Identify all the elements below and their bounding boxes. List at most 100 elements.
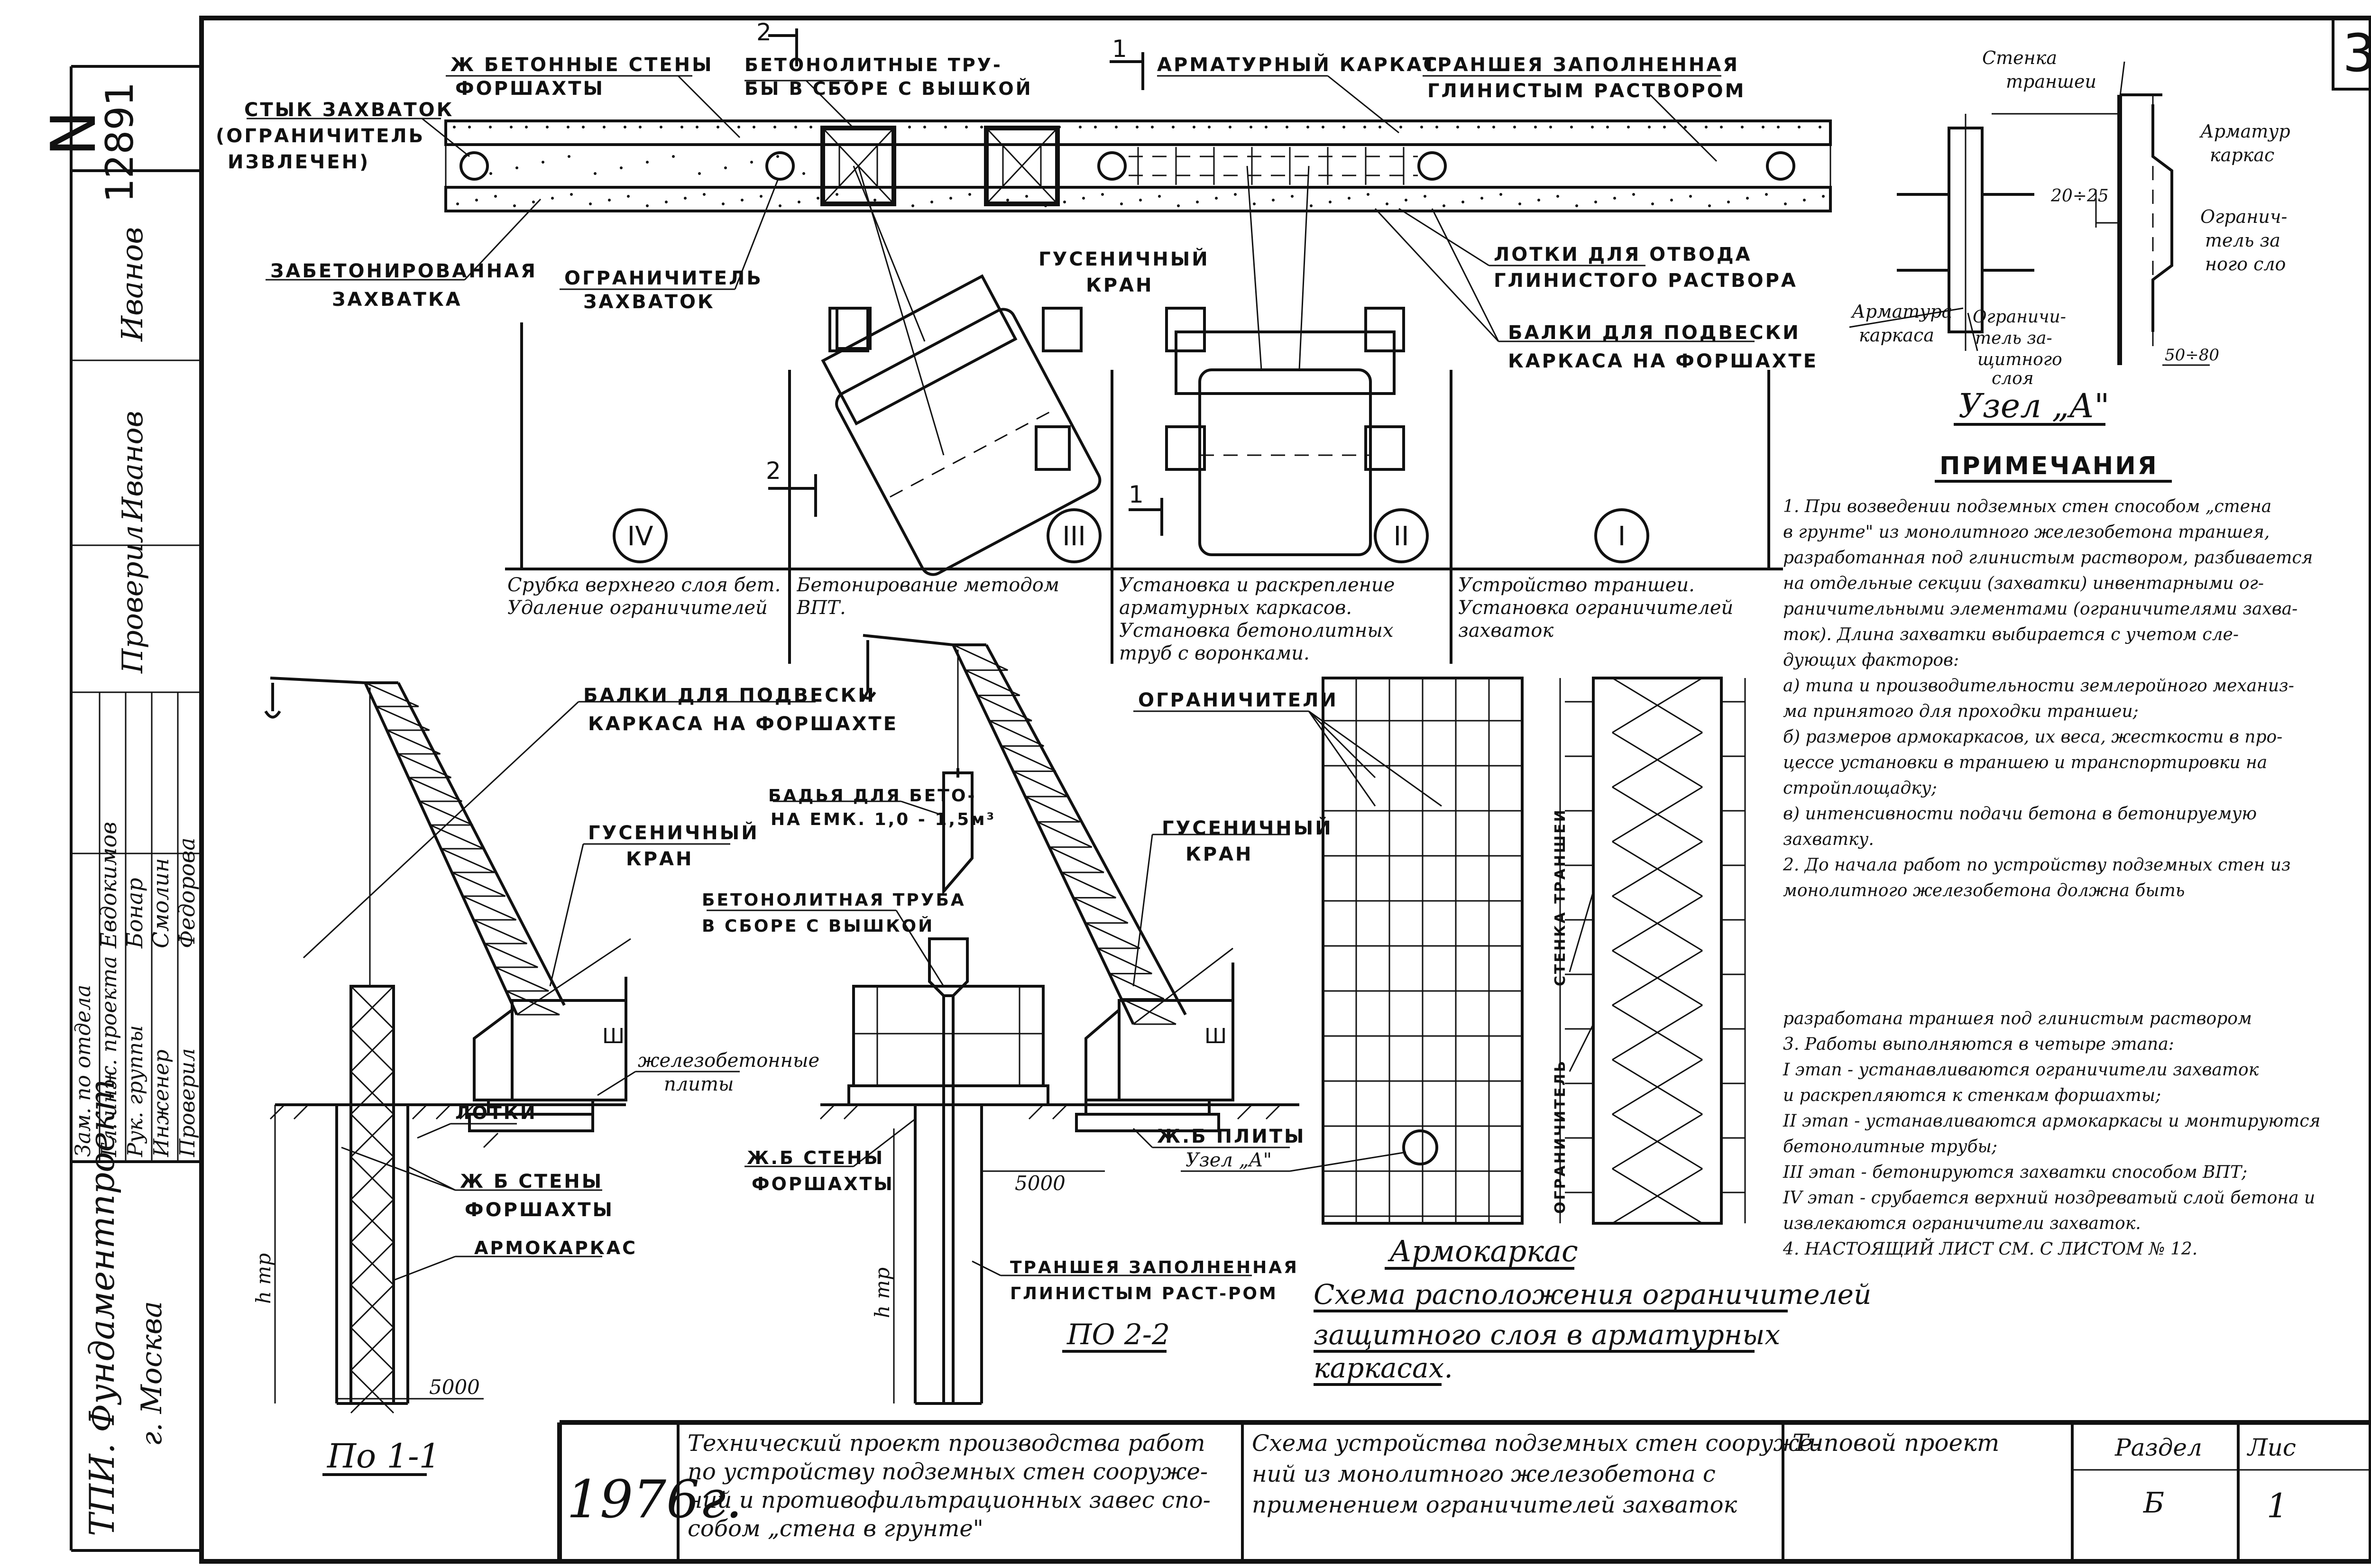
hatch-dot (911, 204, 914, 207)
truss-bar (977, 695, 1032, 722)
hatch-dot (1177, 204, 1180, 207)
hatch-dot (568, 155, 570, 158)
pipe-tower-section (852, 985, 1045, 1087)
label-pipes-1: БЕТОНОЛИТНЫЕ ТРУ- (744, 55, 1002, 75)
hatch-dot (1705, 126, 1708, 128)
hatch-dot (1741, 126, 1744, 128)
section-1-label-tray: ЛОТКИ (455, 1102, 537, 1123)
corner-box (2332, 17, 2371, 91)
hatch-dot (1229, 126, 1231, 128)
cage-bar (350, 1028, 395, 1073)
hatch-dot (1120, 202, 1123, 205)
label-trench-1: ТРАНШЕЯ ЗАПОЛНЕННАЯ (1423, 54, 1739, 76)
note-line: б) размеров армокаркасов, их веса, жестк… (1783, 727, 2282, 747)
hatch-dot (776, 155, 779, 158)
label-trench-2: ГЛИНИСТЫМ РАСТВОРОМ (1427, 80, 1746, 102)
node-a-label-cage-1: Арматура (1850, 301, 1952, 322)
role-chief-engineer: Гл. инж. проекта (97, 956, 121, 1157)
hatch-dot (646, 204, 649, 207)
note-line: IV этап - срубается верхний ноздреватый … (1783, 1188, 2315, 1208)
truss-bar (1109, 972, 1165, 1000)
stage-i-text: Устройство траншеи. Установка ограничите… (1458, 574, 1734, 642)
section-2-label-slabs: Ж.Б ПЛИТЫ (1157, 1126, 1305, 1147)
section-2-label-bucket-2: НА ЕМК. 1,0 - 1,5м³ (771, 810, 996, 829)
armature-title-2: Схема расположения ограничителей (1314, 1278, 1871, 1311)
notes-block: ПРИМЕЧАНИЯ 1. При возведении подземных с… (1783, 452, 2320, 1259)
truss-bar (365, 682, 419, 707)
note-line: цессе установки в траншею и транспортиро… (1783, 753, 2267, 772)
hatch-dot (1253, 202, 1256, 205)
notes-heading: ПРИМЕЧАНИЯ (1939, 452, 2159, 480)
cage-side-view (1592, 677, 1723, 1225)
name-2: Бонар (122, 878, 147, 949)
hatch-dot (1591, 126, 1594, 128)
hatch-dot (603, 126, 606, 128)
side-bar (1612, 950, 1703, 1006)
crane-cab-mark-1: Ш (602, 1024, 625, 1048)
title-section-value: Б (2143, 1486, 2164, 1520)
label-joint-2: (ОГРАНИЧИТЕЛЬ (216, 125, 425, 147)
hatch-dot (717, 126, 719, 128)
side-bar (1612, 1059, 1703, 1115)
label-joint-1: СТЫК ЗАХВАТОК (244, 99, 454, 121)
note-line: бетонолитные трубы; (1783, 1137, 1997, 1156)
node-a-label-wall-2: траншеи (2006, 71, 2096, 92)
hatch-dot (1079, 126, 1082, 128)
truss-bar (1001, 745, 1057, 772)
node-a-label-limiter-1: Ограничи- (1973, 307, 2066, 327)
section-2-label-trench-1: ТРАНШЕЯ ЗАПОЛНЕННАЯ (1010, 1258, 1299, 1277)
left-stamp-strip: 12891 N Иванов Иванов Проверил Зам. по о… (37, 82, 202, 1536)
hatch-dot (567, 126, 570, 128)
role-deputy: Зам. по отдела (71, 985, 95, 1157)
hatch-dot (753, 126, 755, 128)
armature-label-wall: СТЕНКА ТРАНШЕИ (1552, 808, 1569, 986)
section-1-dim-h: h тр (252, 1253, 275, 1304)
name-4: Федорова (174, 837, 200, 948)
cage-bar (350, 1327, 395, 1371)
section-2-dim-w: 5000 (1015, 1172, 1066, 1195)
hatch-dot (1632, 193, 1635, 196)
cage-plan (1129, 147, 1418, 185)
hatch-dot (944, 126, 947, 128)
side-bar (1612, 677, 1703, 734)
hatch-dot (1606, 126, 1609, 128)
section-2-label-walls-1: Ж.Б СТЕНЫ (747, 1147, 884, 1168)
label-trays-1: ЛОТКИ ДЛЯ ОТВОДА (1494, 244, 1752, 266)
truss-bar (1073, 897, 1129, 924)
truss-bar (953, 644, 1008, 671)
cage-section-1 (349, 985, 395, 1405)
cage-bar (350, 1199, 395, 1243)
role-engineer: Инженер (149, 1049, 174, 1157)
section-mark-2-bottom: 2 (766, 457, 781, 485)
node-a-label-rcage-1: Арматур (2199, 121, 2290, 142)
hatch-dot (1613, 197, 1616, 200)
hatch-dot (1265, 126, 1268, 128)
hatch-dot (1513, 126, 1516, 128)
hatch-dot (1405, 199, 1407, 202)
hatch-dot (1063, 201, 1066, 203)
cage-bar (350, 985, 395, 1030)
truss-bar (451, 871, 506, 897)
hatch-dot (1082, 197, 1085, 200)
hatch-dot (1329, 201, 1332, 203)
node-a-label-rlimiter-2: тель за (2205, 230, 2280, 251)
name-1: Евдокимов (96, 822, 121, 949)
hatch-dot (1594, 201, 1597, 203)
hatch-dot (513, 204, 516, 207)
hatch-dot (1234, 193, 1237, 196)
label-limiter-2: ЗАХВАТОК (583, 291, 715, 313)
hatch-dot (1822, 195, 1825, 198)
hatch-dot (1798, 126, 1801, 128)
node-a-label-limiter-4: слоя (1992, 369, 2034, 388)
cage-bar (350, 1284, 395, 1329)
title-year: 1976г. (567, 1469, 743, 1530)
stage-roman-i: I (1618, 521, 1626, 552)
hatch-dot (1101, 193, 1104, 196)
hatch-dot (1518, 202, 1521, 205)
truss-bar (1085, 922, 1140, 949)
hatch-dot (1322, 126, 1324, 128)
note-line: а) типа и производительности землеройног… (1783, 676, 2294, 696)
hatch-dot (1196, 201, 1199, 203)
hatch-dot (1480, 197, 1483, 200)
truss-bar (495, 966, 549, 992)
